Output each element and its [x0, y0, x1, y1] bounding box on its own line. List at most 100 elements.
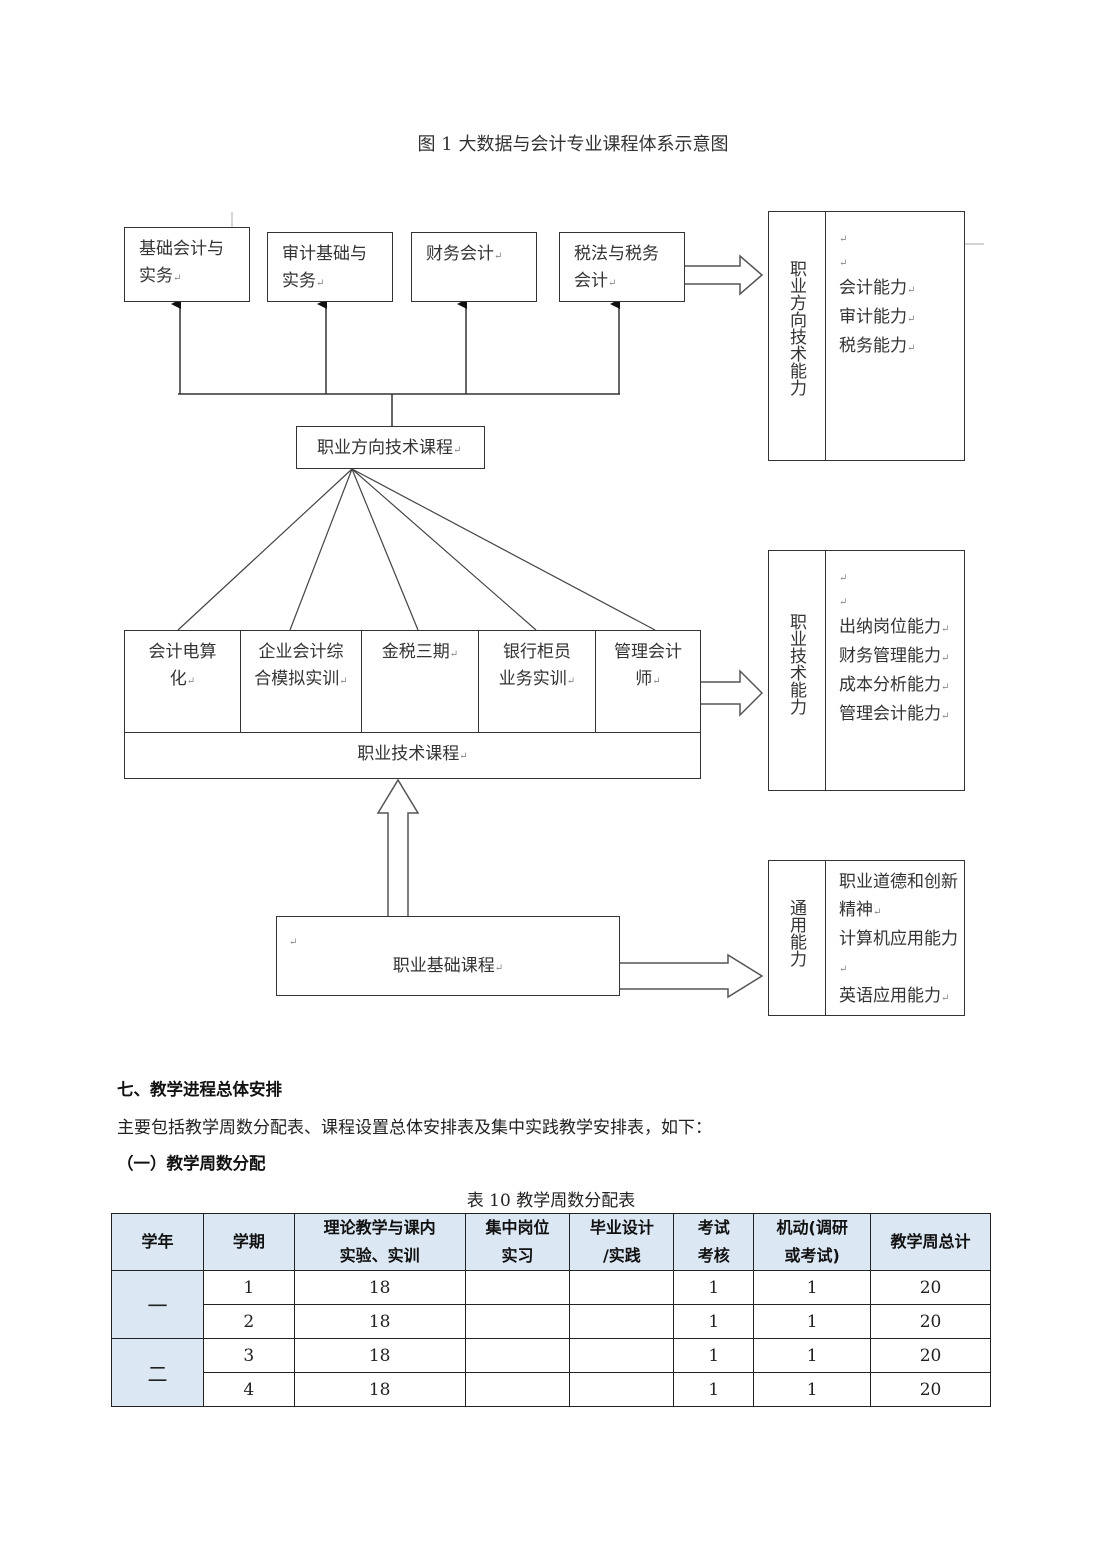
exam-cell: 1: [673, 1270, 755, 1305]
ability-item: 财务管理能力↵: [839, 646, 950, 666]
course-label: 审计基础与: [282, 244, 367, 264]
block-arrow-right-3: [619, 953, 764, 999]
internship-cell: [464, 1270, 571, 1305]
ability-box-direction: 职业方向技术能力 ↵ ↵ 会计能力↵ 审计能力↵ 税务能力↵: [768, 211, 965, 461]
ability-box-general: 通用能力 职业道德和创新精神↵ 计算机应用能力↵ 英语应用能力↵: [768, 860, 965, 1016]
total-cell: 20: [870, 1372, 991, 1407]
ability-title-cell: 职业方向技术能力: [769, 212, 826, 460]
graduation-cell: [569, 1270, 675, 1305]
tech-course-label: 金税三期↵: [381, 642, 459, 662]
graduation-cell: [569, 1372, 675, 1407]
tech-course-label: 业务实训↵: [498, 669, 576, 689]
base-course-label: 职业基础课程: [392, 956, 495, 976]
tech-course-label: 合模拟实训↵: [254, 669, 348, 689]
internship-cell: [464, 1372, 571, 1407]
course-label: 税法与税务: [574, 244, 659, 264]
course-box-basic-accounting: 基础会计与 实务↵: [124, 227, 250, 302]
base-course-label-wrap: 职业基础课程↵: [392, 956, 504, 976]
year-cell: 一: [111, 1270, 204, 1339]
figure-title: 图 1 大数据与会计专业课程体系示意图: [417, 134, 729, 155]
flex-cell: 1: [753, 1304, 872, 1339]
column-header: 学年: [111, 1213, 204, 1271]
term-cell: 4: [202, 1372, 295, 1407]
tech-course-cell: 企业会计综 合模拟实训↵: [241, 631, 362, 732]
base-course-box: ↵ 职业基础课程↵: [276, 916, 620, 996]
ability-box-technical: 职业技术能力 ↵ ↵ 出纳岗位能力↵ 财务管理能力↵ 成本分析能力↵ 管理会计能…: [768, 550, 965, 791]
course-label: 实务↵: [139, 266, 182, 286]
ability-item: 税务能力↵: [839, 336, 916, 356]
table-row: 二 3 18 1 1 20: [111, 1338, 991, 1407]
exam-cell: 1: [673, 1304, 755, 1339]
tech-course-label: 管理会计: [614, 642, 682, 662]
direction-course-label: 职业方向技术课程: [317, 438, 453, 458]
tech-course-group-label: 职业技术课程: [357, 744, 460, 764]
term-cell: 1: [202, 1270, 295, 1305]
table-row: 4 18 1 1 20: [112, 1372, 991, 1407]
tech-course-label: 师↵: [635, 669, 661, 689]
ability-item: 管理会计能力↵: [839, 704, 950, 724]
block-arrow-right-1: [685, 254, 764, 296]
ability-list: ↵ ↵ 会计能力↵ 审计能力↵ 税务能力↵: [839, 226, 915, 362]
term-cell: 3: [202, 1338, 295, 1373]
tech-course-footer: 职业技术课程↵: [125, 732, 700, 778]
column-header: 集中岗位实习: [464, 1213, 571, 1271]
graduation-cell: [569, 1304, 675, 1339]
total-cell: 20: [870, 1304, 991, 1339]
flex-cell: 1: [753, 1270, 872, 1305]
internship-cell: [464, 1338, 571, 1373]
ability-item: 出纳岗位能力↵: [839, 617, 950, 637]
table-row: 2 18 1 1 20: [112, 1304, 991, 1339]
theory-cell: 18: [293, 1304, 466, 1339]
course-box-tax-law: 税法与税务 会计↵: [559, 232, 685, 302]
table-row: 一 1 18 1 1 20: [111, 1270, 991, 1339]
tree-connector: [171, 299, 620, 426]
ability-item: 计算机应用能力↵: [839, 929, 958, 975]
column-header: 考试考核: [673, 1213, 755, 1271]
tech-course-cell: 管理会计 师↵: [596, 631, 700, 732]
diagram-connectors: [171, 212, 984, 999]
column-header: 理论教学与课内实验、实训: [293, 1213, 466, 1271]
tech-course-cell: 金税三期↵: [362, 631, 479, 732]
year-cell: 二: [111, 1338, 204, 1407]
ability-list: 职业道德和创新精神↵ 计算机应用能力↵ 英语应用能力↵: [839, 869, 961, 1013]
ability-title: 通用能力: [786, 899, 806, 967]
ability-title: 职业方向技术能力: [786, 260, 806, 396]
direction-course-box: 职业方向技术课程↵: [296, 426, 485, 469]
course-label: 基础会计与: [139, 239, 224, 259]
exam-cell: 1: [673, 1372, 755, 1407]
block-arrow-right-2: [701, 669, 764, 717]
internship-cell: [464, 1304, 571, 1339]
teaching-weeks-table: 学年 学期 理论教学与课内实验、实训 集中岗位实习 毕业设计/实践 考试考核 机…: [111, 1213, 991, 1407]
fan-lines: [177, 468, 656, 631]
subsection-heading: （一）教学周数分配: [117, 1154, 266, 1173]
theory-cell: 18: [293, 1338, 466, 1373]
theory-cell: 18: [293, 1372, 466, 1407]
section-heading: 七、教学进程总体安排: [117, 1080, 282, 1099]
ability-item: 成本分析能力↵: [839, 675, 950, 695]
column-header: 学期: [202, 1213, 295, 1271]
table-caption: 表 10 教学周数分配表: [466, 1191, 636, 1211]
column-header: 毕业设计/实践: [569, 1213, 675, 1271]
block-arrow-up: [376, 778, 420, 916]
column-header: 机动(调研或考试): [753, 1213, 872, 1271]
graduation-cell: [569, 1338, 675, 1373]
course-box-financial-accounting: 财务会计↵: [411, 232, 537, 302]
flex-cell: 1: [753, 1338, 872, 1373]
ability-item: 审计能力↵: [839, 307, 916, 327]
exam-cell: 1: [673, 1338, 755, 1373]
course-label: 实务↵: [282, 271, 325, 291]
tech-course-cell: 会计电算 化↵: [125, 631, 241, 732]
table-header-row: 学年 学期 理论教学与课内实验、实训 集中岗位实习 毕业设计/实践 考试考核 机…: [111, 1213, 991, 1271]
tech-course-label: 企业会计综: [258, 642, 344, 662]
course-box-audit-basics: 审计基础与 实务↵: [267, 232, 393, 302]
tech-course-label: 会计电算: [148, 642, 217, 662]
course-label: 会计↵: [574, 271, 617, 291]
section-intro: 主要包括教学周数分配表、课程设置总体安排表及集中实践教学安排表，如下：: [117, 1118, 712, 1138]
column-header: 教学周总计: [870, 1213, 991, 1271]
ability-item: 职业道德和创新精神↵: [839, 872, 958, 920]
ability-title-cell: 职业技术能力: [769, 551, 826, 790]
ability-title: 职业技术能力: [786, 613, 806, 715]
course-label: 财务会计↵: [426, 244, 503, 264]
total-cell: 20: [870, 1270, 991, 1305]
ability-title-cell: 通用能力: [769, 861, 826, 1015]
